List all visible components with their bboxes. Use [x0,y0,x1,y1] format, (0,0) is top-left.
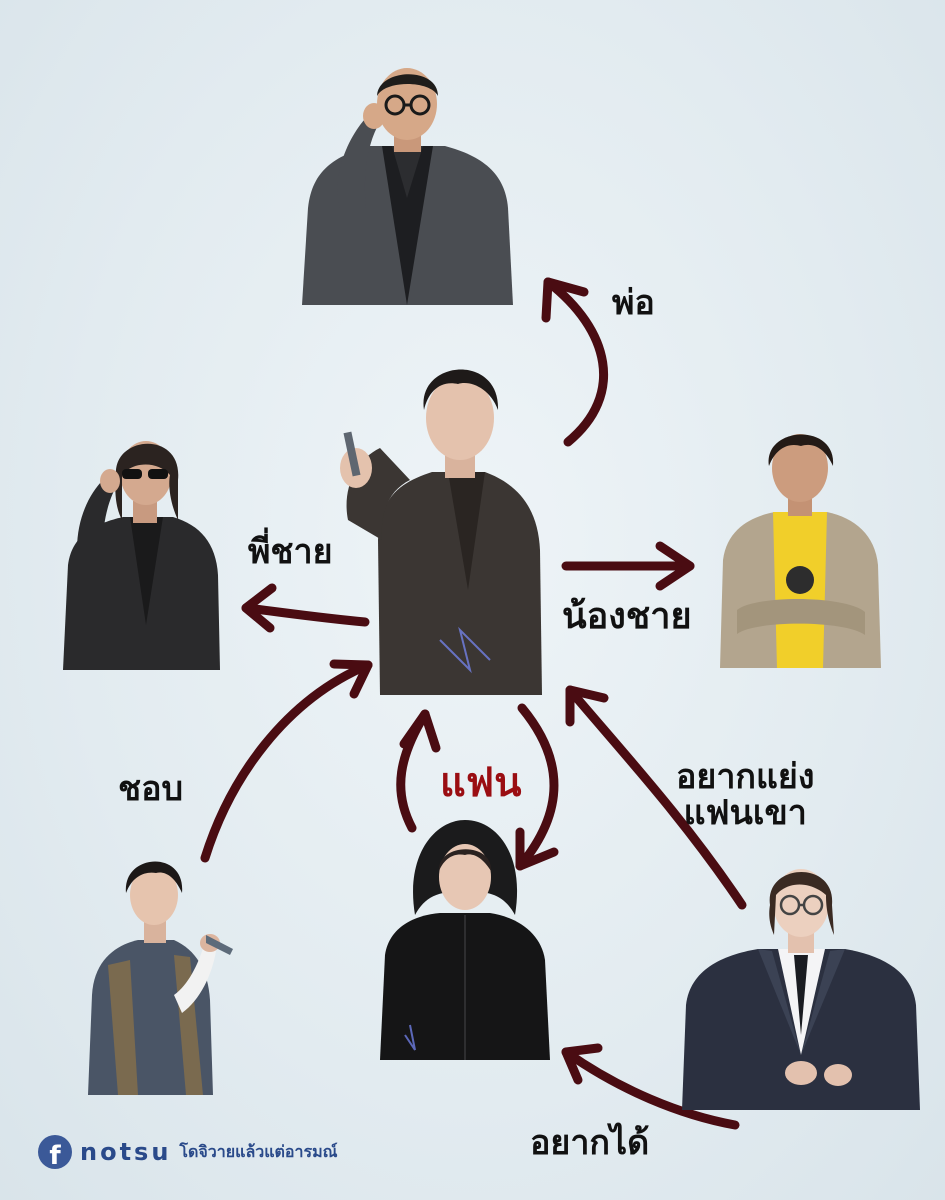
label-likes: ชอบ [118,769,184,809]
page-watermark: f notsu โดจิวายแล้วแต่อารมณ์ [38,1132,338,1172]
label-wants: อยากได้ [530,1123,650,1163]
man-in-camo-jacket-yellow-shirt-portrait [715,420,885,668]
short-haired-woman-with-knife-portrait [78,845,240,1095]
label-lover: แฟน [440,760,522,806]
arrow-younger-brother [561,541,695,591]
facebook-icon: f [38,1135,72,1169]
brand-name: notsu [80,1138,172,1166]
label-younger-brother: น้องชาย [562,596,692,637]
label-older-brother: พี่ชาย [248,532,333,572]
arrow-father [541,277,608,447]
arrow-likes [200,659,373,863]
arrow-wants-to-steal [565,685,747,910]
label-father: พ่อ [612,283,655,323]
man-with-glasses-in-suit-portrait [680,855,922,1110]
young-man-in-black-hoodie-portrait [375,815,555,1060]
arrow-wants [561,1043,740,1130]
label-wants-to-steal-his-lover: อยากแย่ง แฟนเขา [676,757,815,833]
brand-tagline: โดจิวายแล้วแต่อารมณ์ [179,1141,338,1161]
young-man-in-leather-jacket-holding-knife-portrait [320,340,545,695]
long-haired-man-in-sunglasses-leather-jacket-portrait [58,425,223,670]
arrow-lover-up [396,709,441,833]
arrow-older-brother [241,583,370,633]
man-in-grey-coat-adjusting-glasses-portrait [300,58,515,305]
arrow-lover-down [515,703,559,871]
